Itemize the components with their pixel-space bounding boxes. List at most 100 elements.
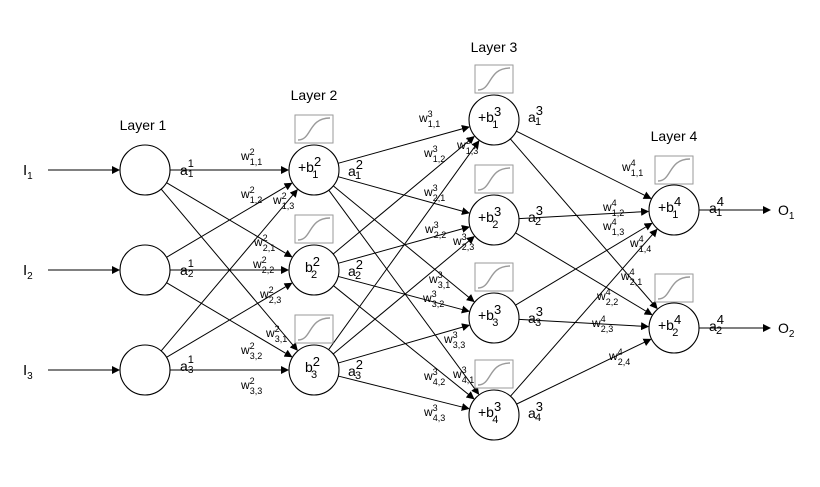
layer-3-node-1 <box>468 94 520 146</box>
input-label-base: I <box>23 262 27 279</box>
layer-3-node-2 <box>468 194 520 246</box>
layer-2-activation-1-base: a <box>348 163 356 179</box>
output-label-2: O2 <box>778 320 795 340</box>
weight-label-1-base: w <box>240 149 250 163</box>
edge-l2-2-l3-1 <box>332 136 475 255</box>
weight-label-25-base: w <box>629 236 639 250</box>
sigmoid-icon <box>474 359 514 389</box>
layer-4-node-label-2-sup: 4 <box>674 312 681 327</box>
weight-label-15-base: w <box>452 234 462 248</box>
weight-label-24-sub: 1,3 <box>612 227 625 237</box>
weight-label-25-sub: 1,4 <box>639 244 652 254</box>
weight-label-24-base: w <box>602 219 612 233</box>
weight-label-24-sup: 4 <box>612 217 617 227</box>
weight-label-2-sup: 2 <box>250 185 255 195</box>
output-label-base: O <box>778 320 789 336</box>
edge-l1-3-l2-1 <box>160 189 298 352</box>
layer-3-node-label-1-sup: 3 <box>494 104 501 119</box>
weight-label-5-sub: 2,2 <box>262 265 275 275</box>
weight-label-14-base: w <box>424 222 434 236</box>
edge-l3-4-l4-1 <box>510 228 658 397</box>
weight-label-27-sup: 4 <box>606 287 611 297</box>
layer-3-node-3 <box>468 292 520 344</box>
layer-4-node-label-2-sub: 2 <box>672 327 678 339</box>
sigmoid-icon <box>474 164 514 194</box>
weight-label-13-base: w <box>423 185 433 199</box>
weight-label-12-sup: 3 <box>466 136 471 146</box>
layer-4-activation-1-base: a <box>709 200 717 216</box>
weight-label-26-sub: 2,1 <box>630 277 643 287</box>
layer-4-node-label-1-sup: 4 <box>674 194 681 209</box>
weight-label-26-sup: 4 <box>630 267 635 277</box>
weight-label-13-sup: 3 <box>433 183 438 193</box>
input-label-sub: 2 <box>27 271 33 282</box>
layer-4-activation-1-sub: 1 <box>716 207 722 219</box>
weight-label-20-sub: 4,2 <box>433 377 446 387</box>
layer-3-activation-1-sup: 3 <box>536 103 543 118</box>
layer-4-activation-2-sub: 2 <box>716 325 722 337</box>
weight-label-29-sub: 2,4 <box>618 357 631 367</box>
layer-2-activation-2-base: a <box>348 263 356 279</box>
neurons <box>119 94 700 441</box>
input-label-sub: 3 <box>27 371 33 382</box>
weight-label-4-base: w <box>253 235 263 249</box>
weight-label-8-sub: 3,2 <box>250 351 263 361</box>
output-label-base: O <box>778 202 789 218</box>
weight-label-20-base: w <box>423 369 433 383</box>
weight-label-9-base: w <box>240 378 250 392</box>
weight-label-14-sub: 2,2 <box>434 230 447 240</box>
layer-2-title: Layer 2 <box>291 87 338 103</box>
weight-label-17-sub: 3,2 <box>432 299 445 309</box>
weight-label-11-sub: 1,2 <box>433 154 446 164</box>
edge-l2-2-l3-3 <box>338 275 470 314</box>
weight-label-16-base: w <box>428 272 438 286</box>
weight-label-1-sub: 1,1 <box>250 157 263 167</box>
weight-label-3-base: w <box>272 193 282 207</box>
layer-1-title: Layer 1 <box>120 117 167 133</box>
edge-l1-2-l2-1 <box>166 182 293 258</box>
edge-l2-3-l3-4 <box>338 375 470 411</box>
layer-3-node-label-1-sub: 1 <box>492 119 498 131</box>
input-label-base: I <box>23 162 27 179</box>
layer-1-activation-3-base: a <box>180 358 188 374</box>
weight-label-18-base: w <box>443 332 453 346</box>
weight-label-25-sup: 4 <box>639 234 644 244</box>
sigmoid-icon <box>294 214 334 244</box>
weight-label-2-base: w <box>240 187 250 201</box>
weight-label-10-base: w <box>418 111 428 125</box>
edge-l2-1-l3-4 <box>328 189 480 395</box>
layer-2-activation-1-sup: 2 <box>356 157 363 172</box>
weight-label-12-sub: 1,3 <box>466 146 479 156</box>
weight-label-21-base: w <box>423 405 433 419</box>
sigmoid-icon <box>294 314 334 344</box>
weight-label-14-sup: 3 <box>434 220 439 230</box>
layer-3-activation-3-sub: 3 <box>535 317 541 329</box>
weight-label-3-sup: 2 <box>282 191 287 201</box>
output-label-1: O1 <box>778 202 795 222</box>
output-label-sub: 2 <box>789 329 795 340</box>
layer-1-node-1 <box>119 144 171 196</box>
